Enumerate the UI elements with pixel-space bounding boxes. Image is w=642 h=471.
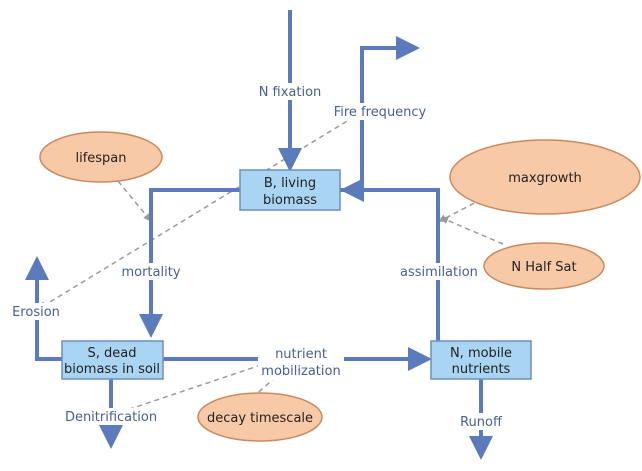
- param-maxgrowth[interactable]: maxgrowth: [449, 139, 641, 215]
- param-lifespan-label: lifespan: [75, 151, 126, 166]
- stock-dead-biomass-in-soil[interactable]: S, dead biomass in soil: [61, 340, 164, 380]
- flow-label-assimilation: assimilation: [400, 265, 478, 280]
- flow-label-bg: [8, 303, 64, 320]
- flow-label-denitrification: Denitrification: [65, 410, 157, 425]
- flow-label-erosion: Erosion: [12, 305, 60, 320]
- flow-label-runoff: Runoff: [460, 415, 503, 430]
- param-decay-timescale[interactable]: decay timescale: [197, 392, 323, 442]
- param-decay-timescale-label: decay timescale: [207, 411, 313, 426]
- param-lifespan[interactable]: lifespan: [39, 131, 163, 183]
- flow-label-bg: [258, 346, 344, 380]
- stock-mobile-nutrients-line-1: N, mobile: [450, 346, 512, 361]
- info-link-denitrification: [110, 361, 271, 417]
- flow-label-nutrient-mobilization-line-2: mobilization: [261, 364, 340, 379]
- stock-mobile-nutrients[interactable]: N, mobile nutrients: [430, 340, 532, 380]
- flow-label-bg: [58, 408, 164, 425]
- flow-label-mortality: mortality: [121, 265, 180, 280]
- param-maxgrowth-label: maxgrowth: [508, 171, 582, 186]
- flow-label-bg: [252, 83, 328, 100]
- flow-assimilation: [340, 178, 440, 341]
- flow-label-fire-frequency: Fire frequency: [334, 105, 427, 120]
- info-link-n-half-sat: [440, 216, 504, 245]
- stock-mobile-nutrients-line-2: nutrients: [452, 362, 511, 377]
- info-link-lifespan: [117, 180, 152, 222]
- flow-label-bg: [118, 263, 184, 280]
- flow-label-nutrient-mobilization-line-1: nutrient: [275, 347, 327, 362]
- flow-label-bg: [456, 413, 506, 430]
- stock-dead-biomass-line-1: S, dead: [88, 346, 137, 361]
- stock-living-biomass[interactable]: B, living biomass: [239, 169, 341, 211]
- flow-label-n-fixation: N fixation: [259, 85, 322, 100]
- flow-label-bg: [330, 103, 430, 120]
- flow-erosion: [25, 256, 62, 361]
- stock-dead-biomass-line-2: biomass in soil: [64, 362, 160, 377]
- param-n-half-sat[interactable]: N Half Sat: [483, 242, 605, 290]
- stock-living-biomass-line-2: biomass: [263, 193, 317, 208]
- stock-living-biomass-line-1: B, living: [264, 176, 316, 191]
- param-n-half-sat-label: N Half Sat: [511, 260, 576, 275]
- flow-label-bg: [400, 263, 478, 280]
- flow-mortality: [139, 188, 240, 338]
